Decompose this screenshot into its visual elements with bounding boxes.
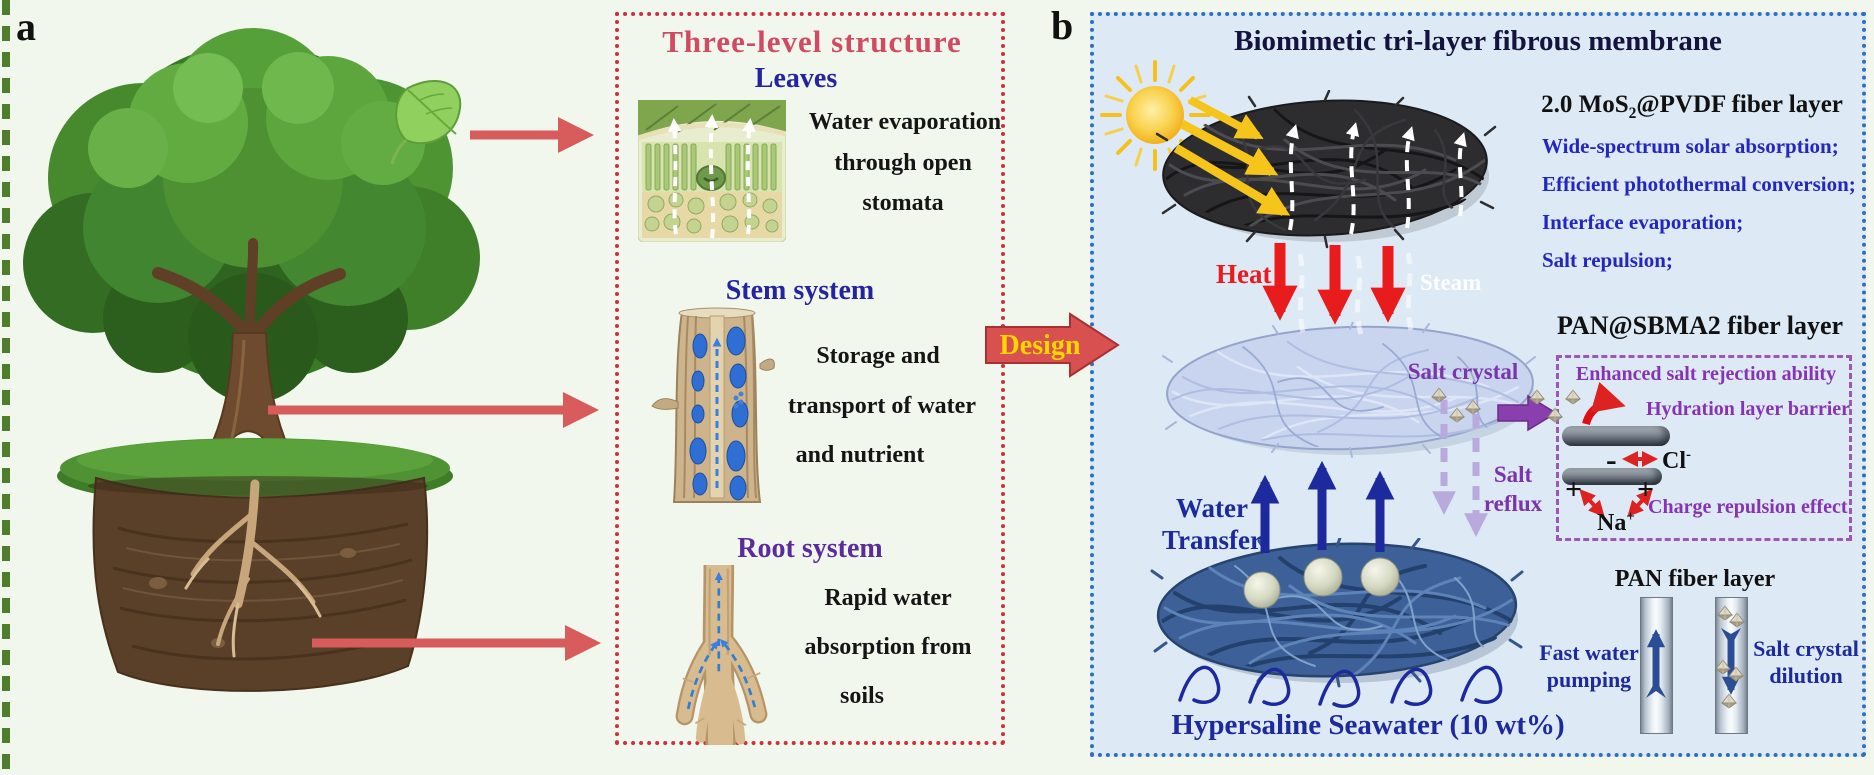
- figure-left-green-dashed-border: [2, 0, 10, 775]
- three-level-title: Three-level structure: [662, 24, 962, 59]
- seawater-wave-lines: [1178, 665, 1503, 709]
- inset-plus-right: +: [1637, 473, 1655, 506]
- na-base: Na: [1597, 510, 1627, 536]
- panel-a-label: a: [16, 4, 36, 49]
- tree-link-arrows: [268, 117, 601, 661]
- water-transfer-arrows: [1250, 460, 1395, 553]
- stem-line-3: and nutrient: [795, 442, 925, 468]
- inset-minus-sign: -: [1606, 441, 1617, 477]
- root-line-3: soils: [839, 683, 885, 709]
- cl-base: Cl: [1662, 448, 1686, 474]
- salt-spheres: [1243, 557, 1400, 609]
- stem-line-1: Storage and: [816, 343, 940, 369]
- inset-plus-left: +: [1565, 473, 1583, 506]
- mos2-heading-rest: @PVDF fiber layer: [1636, 91, 1843, 118]
- panel-b-label: b: [1051, 3, 1074, 48]
- three-level-panel-border: [615, 12, 1005, 745]
- seawater-label: Hypersaline Seawater (10 wt%): [1171, 709, 1565, 741]
- heat-arrows: [1262, 243, 1406, 325]
- salt-reflux-line-2: reflux: [1483, 491, 1543, 516]
- pan-layer-disc: [1150, 538, 1524, 688]
- inset-cl-ion: Cl-: [1662, 447, 1691, 474]
- steam-up-arrows: [1285, 122, 1467, 235]
- inset-na-ion: Na+: [1597, 509, 1635, 536]
- root-heading: Root system: [737, 533, 883, 564]
- stem-line-2: transport of water: [788, 393, 976, 419]
- fast-water-line-2: pumping: [1546, 667, 1632, 692]
- salt-reflux-arrows: [1432, 400, 1488, 537]
- inset-subtitle: Hydration layer barrier: [1645, 398, 1851, 420]
- heat-label: Heat: [1216, 259, 1272, 289]
- leaves-line-1: Water evaporation: [808, 109, 1002, 135]
- water-transfer-line-1: Water: [1176, 493, 1248, 523]
- salt-crystal-pointer-arrow: [1497, 394, 1558, 432]
- stem-cross-section-illustration: [651, 307, 775, 503]
- salt-crystal-label: Salt crystal: [1407, 359, 1519, 384]
- salt-rejection-inset-box: [1556, 355, 1852, 541]
- inset-title: Enhanced salt rejection ability: [1575, 363, 1837, 385]
- leaf-cross-section-illustration: [638, 100, 786, 242]
- mos2-feature-1: Wide-spectrum solar absorption;: [1542, 134, 1839, 158]
- na-sup: +: [1626, 509, 1635, 525]
- dilution-line-1: Salt crystal: [1753, 636, 1859, 661]
- mos2-feature-3: Interface evaporation;: [1542, 210, 1744, 234]
- leaves-line-2: through open: [834, 150, 972, 176]
- pan-layer-heading: PAN fiber layer: [1614, 566, 1776, 592]
- cl-sup: -: [1686, 447, 1691, 463]
- soil-cross-section: [88, 476, 429, 692]
- mos2-feature-4: Salt repulsion;: [1542, 248, 1673, 272]
- ion-repulsion-arrows: [1579, 451, 1658, 517]
- highlight-leaf: [390, 79, 462, 165]
- water-transfer-line-2: Transfer: [1162, 525, 1262, 555]
- steam-trails: [1297, 252, 1414, 335]
- fast-water-line-1: Fast water: [1539, 640, 1639, 665]
- design-arrow-label: Design: [999, 330, 1081, 361]
- steam-label: Steam: [1420, 270, 1482, 295]
- sunlight-arrows: [1173, 96, 1291, 216]
- fast-water-tube: [1640, 597, 1673, 734]
- salt-reflux-line-1: Salt: [1493, 462, 1533, 487]
- mos2-heading-sub: 2: [1628, 105, 1637, 122]
- charge-repulsion-label: Charge repulsion effect: [1648, 496, 1848, 518]
- leaves-heading: Leaves: [754, 63, 838, 94]
- sbma-layer-heading: PAN@SBMA2 fiber layer: [1556, 311, 1844, 340]
- mos2-layer-heading: 2.0 MoS2@PVDF fiber layer: [1541, 92, 1843, 122]
- mos2-feature-2: Efficient photothermal conversion;: [1542, 172, 1856, 196]
- root-line-2: absorption from: [804, 634, 972, 660]
- hydration-swoosh-arrow: [1582, 382, 1626, 426]
- fiber-cylinder-bottom: [1562, 468, 1662, 485]
- fiber-cylinder-top: [1562, 426, 1670, 446]
- mos2-heading-base: 2.0 MoS: [1541, 91, 1629, 118]
- dilution-line-2: dilution: [1769, 663, 1843, 688]
- stem-heading: Stem system: [725, 275, 875, 306]
- membrane-title: Biomimetic tri-layer fibrous membrane: [1234, 25, 1722, 57]
- tree-illustration: [23, 28, 480, 692]
- leaves-line-3: stomata: [862, 190, 944, 216]
- design-arrow: [985, 312, 1120, 378]
- root-cross-section-illustration: [675, 565, 768, 745]
- root-line-1: Rapid water: [824, 585, 952, 611]
